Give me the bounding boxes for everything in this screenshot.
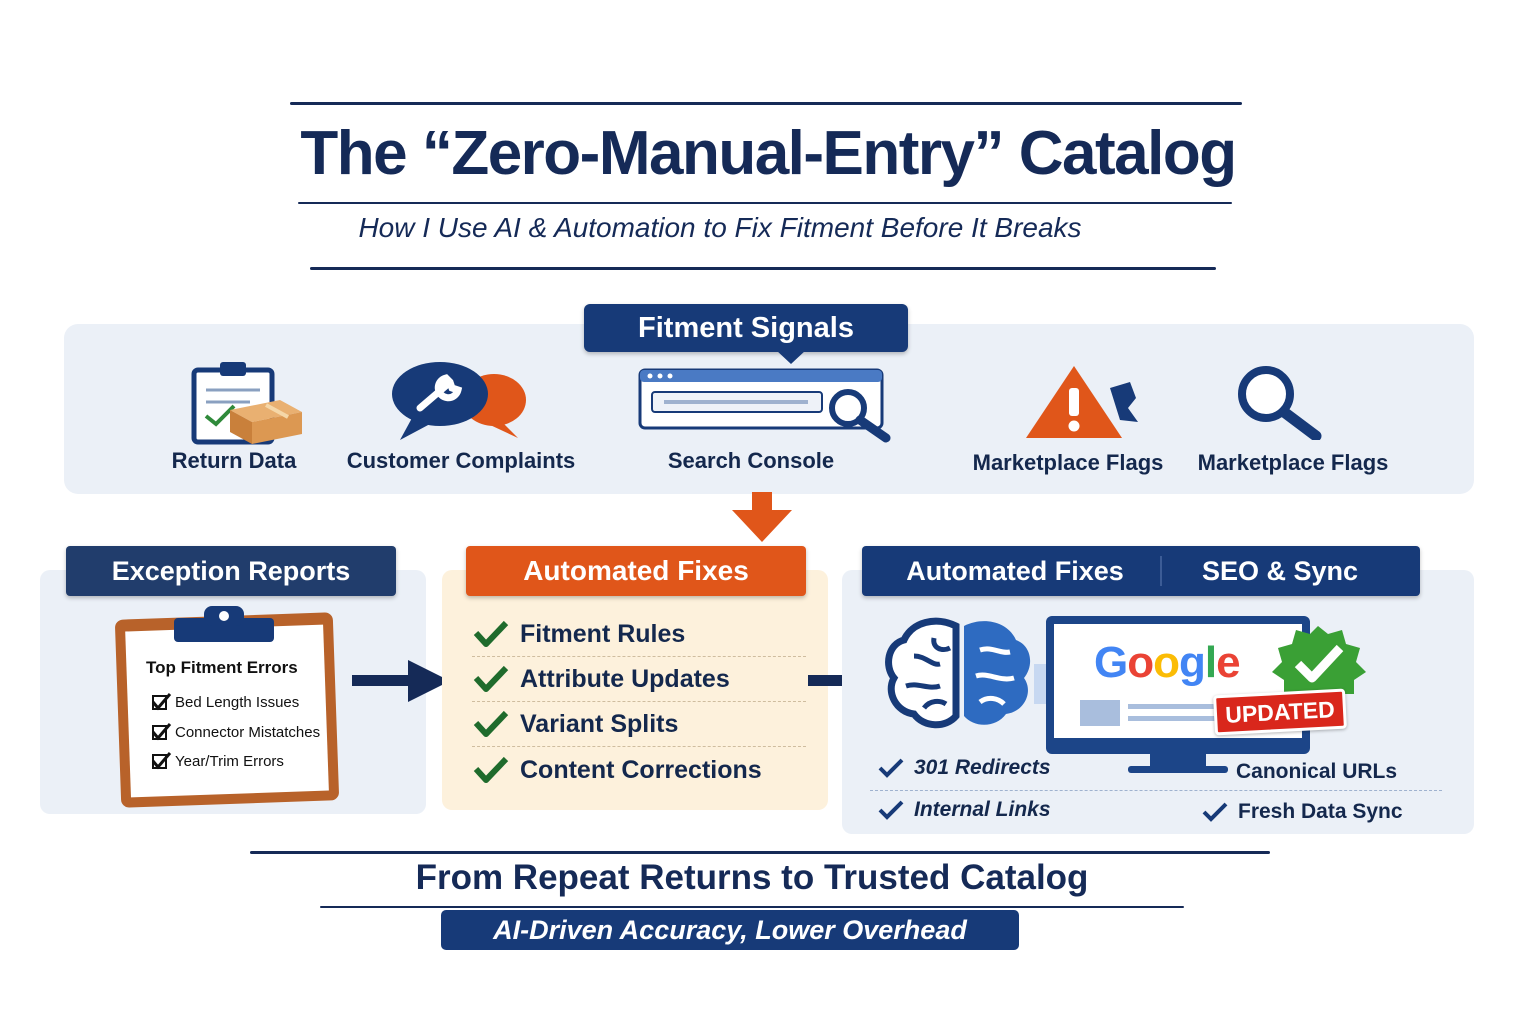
seo-divider [870, 790, 1442, 791]
fix-item-label: Content Corrections [520, 755, 762, 784]
check-icon [878, 800, 904, 820]
check-icon [878, 758, 904, 778]
chat-wrench-icon [392, 362, 526, 440]
footer-top-rule [250, 851, 1270, 854]
seo-item-label: Canonical URLs [1236, 760, 1398, 783]
signal-label-search-console: Search Console [667, 448, 835, 473]
signals-heading-pointer [776, 350, 806, 364]
signal-label-return-data: Return Data [171, 448, 297, 473]
exceptions-heading-label: Exception Reports [111, 556, 351, 586]
footer-tagline-box: AI-Driven Accuracy, Lower Overhead [441, 910, 1019, 950]
signal-label-marketplace-flags-2: Marketplace Flags [1197, 450, 1389, 475]
signal-label-customer-complaints: Customer Complaints [346, 448, 576, 473]
exception-item-2: Connector Mistatches [152, 724, 320, 741]
seo-heading-left: Automated Fixes [906, 556, 1124, 586]
monitor-base [1128, 766, 1228, 773]
fix-item-label: Fitment Rules [520, 619, 686, 648]
exception-item-1: Bed Length Issues [152, 694, 299, 711]
magnifier-icon [1238, 366, 1322, 440]
updated-badge-label: UPDATED [1224, 696, 1336, 728]
exception-item-label: Bed Length Issues [175, 694, 300, 711]
exception-item-label: Connector Mistatches [175, 724, 321, 741]
signals-heading-label: Fitment Signals [638, 312, 854, 344]
clipboard-clip-icon [174, 606, 274, 642]
result-thumbnail [1080, 700, 1120, 726]
header-top-rule [290, 102, 1242, 105]
clipboard-box-icon [191, 362, 302, 445]
monitor-stand [1150, 754, 1206, 768]
signal-label-marketplace-flags-1: Marketplace Flags [972, 450, 1164, 475]
exception-item-label: Year/Trim Errors [175, 753, 284, 770]
google-logo: Google [1094, 638, 1241, 688]
seo-item-fresh-data-sync: Fresh Data Sync [1202, 800, 1403, 824]
header-bottom-rule [310, 267, 1216, 270]
down-arrow [732, 492, 792, 542]
fixes-heading-label: Automated Fixes [523, 555, 749, 586]
green-check-icon [473, 620, 509, 647]
header-mid-rule [298, 202, 1232, 204]
exceptions-heading: Exception Reports [66, 546, 396, 596]
seo-item-label: Internal Links [914, 798, 1051, 821]
page-title: The “Zero-Manual-Entry” Catalog [300, 119, 1237, 188]
seo-heading-right: SEO & Sync [1201, 556, 1359, 586]
seo-item-301-redirects: 301 Redirects [878, 756, 1051, 780]
verified-check-icon [1272, 626, 1366, 704]
result-line [1128, 716, 1222, 721]
fix-item-variant-splits: Variant Splits [472, 702, 806, 747]
green-check-icon [473, 710, 509, 737]
fix-item-label: Variant Splits [520, 709, 679, 738]
fixes-panel [442, 570, 828, 810]
fix-item-content-corrections: Content Corrections [472, 748, 806, 792]
exceptions-board-title: Top Fitment Errors [146, 658, 298, 677]
check-icon [1202, 802, 1228, 822]
fix-item-attribute-updates: Attribute Updates [472, 657, 806, 702]
green-check-icon [473, 665, 509, 692]
fix-item-label: Attribute Updates [520, 664, 730, 693]
footer-mid-rule [320, 906, 1184, 908]
warning-flag-icon [1026, 366, 1138, 438]
right-arrow-1 [352, 660, 450, 702]
checkmarks-overlay [151, 693, 172, 770]
page-subtitle: How I Use AI & Automation to Fix Fitment… [358, 212, 1082, 243]
footer-headline: From Repeat Returns to Trusted Catalog [415, 858, 1089, 897]
seo-heading: Automated Fixes SEO & Sync [862, 546, 1420, 596]
signals-heading: Fitment Signals [584, 304, 908, 352]
browser-search-icon [638, 368, 891, 443]
fixes-heading: Automated Fixes [466, 546, 806, 596]
seo-item-canonical-urls: Canonical URLs [1236, 760, 1397, 784]
seo-item-label: 301 Redirects [914, 756, 1051, 779]
brain-icon [885, 617, 1031, 729]
updated-badge: UPDATED [1213, 688, 1347, 736]
fix-item-fitment-rules: Fitment Rules [472, 612, 806, 657]
green-check-icon [473, 756, 509, 783]
result-line [1128, 704, 1222, 709]
seo-item-label: Fresh Data Sync [1238, 800, 1403, 823]
google-text: Google [1094, 638, 1241, 687]
footer-tagline: AI-Driven Accuracy, Lower Overhead [493, 915, 967, 945]
seo-heading-divider [1160, 556, 1162, 586]
seo-item-internal-links: Internal Links [878, 798, 1051, 822]
